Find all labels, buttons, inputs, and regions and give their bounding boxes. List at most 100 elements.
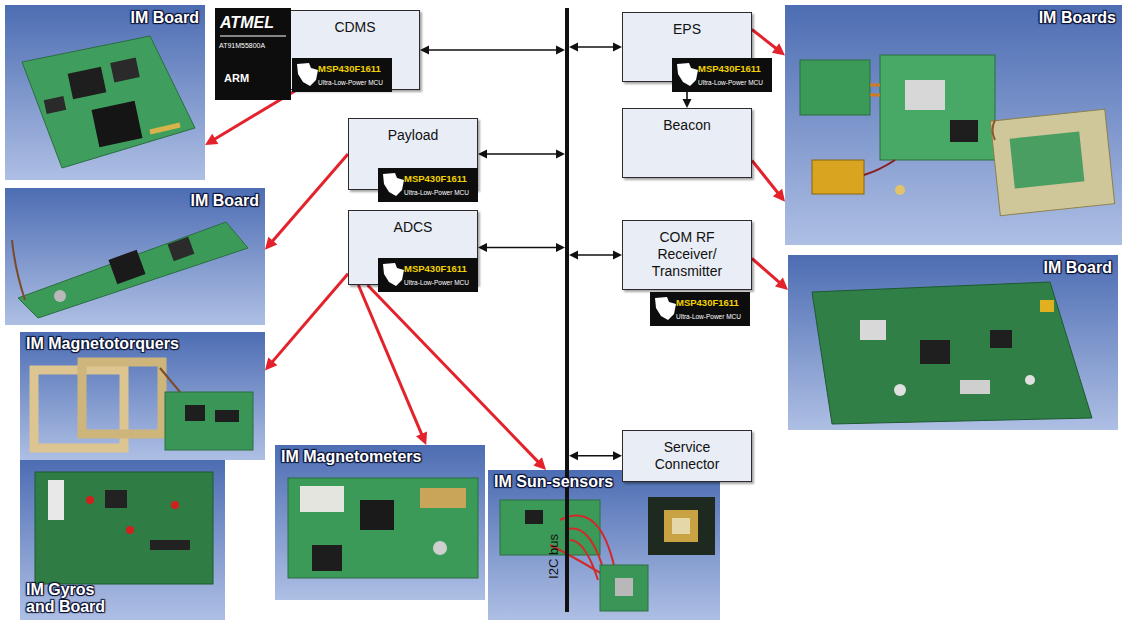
chip-subtitle: Ultra-Low-Power MCU <box>404 189 469 196</box>
subsystem-box: COM RF Receiver/ Transmitter <box>622 220 752 290</box>
ti-badge <box>672 58 772 92</box>
photo-panel: IM Boards <box>785 5 1122 245</box>
photo-panel: IM Board <box>788 255 1118 430</box>
bus-line: I2C bus <box>565 8 569 612</box>
arrow-head <box>205 134 218 145</box>
magnetotorquer-photo <box>20 332 265 460</box>
red-pointer-arrow <box>752 30 785 56</box>
arrow-head <box>773 189 785 202</box>
arrow-head <box>775 278 788 290</box>
photo-panel: IM Magnetotorquers <box>20 332 265 460</box>
arrow-head <box>569 43 578 52</box>
red-pointer-arrow <box>265 154 348 250</box>
bus-connector <box>420 46 565 55</box>
arrow-head <box>772 43 785 55</box>
arrow-head <box>613 43 622 52</box>
connector-line <box>752 30 777 50</box>
photo-panel: IM Board <box>5 188 265 325</box>
box-title: Beacon <box>663 117 710 134</box>
logo-text: AT91M55800A <box>219 42 265 50</box>
logo-text: ARM <box>224 72 249 84</box>
photo-panel: IM Magnetometers <box>275 445 485 600</box>
connector-line <box>752 161 779 195</box>
red-pointer-arrow <box>752 259 788 291</box>
box-title: Service Connector <box>647 439 727 473</box>
chip-subtitle: Ultra-Low-Power MCU <box>698 79 763 86</box>
box-title: ADCS <box>394 219 433 236</box>
red-pointer-arrow <box>752 161 785 202</box>
chip-subtitle: Ultra-Low-Power MCU <box>318 79 383 86</box>
connector-line <box>368 285 540 463</box>
panel-label: IM Board <box>1044 259 1112 277</box>
ti-badge <box>650 292 750 326</box>
com-board-photo <box>788 255 1118 430</box>
photo-panel: IM Sun-sensors <box>488 470 720 620</box>
ti-badge <box>292 58 392 92</box>
gyro-board-photo <box>20 460 225 620</box>
magnetometer-photo <box>275 445 485 600</box>
photo-panel: IM Gyros and Board <box>20 460 225 620</box>
arrow-head <box>478 243 487 252</box>
arrow-head <box>613 451 622 460</box>
arrow-head <box>533 457 546 470</box>
eps-beacon-boards-photo <box>785 5 1122 245</box>
arrow-head <box>613 251 622 260</box>
arrow-head <box>478 150 487 159</box>
arrow-head <box>420 46 429 55</box>
chip-subtitle: Ultra-Low-Power MCU <box>676 313 741 320</box>
box-title: EPS <box>673 21 701 38</box>
connector-line <box>752 259 781 284</box>
sun-sensor-photo <box>488 470 720 620</box>
cdms-board-photo <box>5 5 205 180</box>
arrow-head <box>683 99 692 108</box>
ti-badge <box>378 168 478 202</box>
bus-connector <box>478 243 565 252</box>
connector-line <box>576 46 615 48</box>
box-title: COM RF Receiver/ Transmitter <box>642 229 732 279</box>
connector-line <box>576 455 615 457</box>
bus-connector <box>569 251 622 260</box>
logo-text: ATMEL <box>220 14 274 32</box>
panel-label: IM Boards <box>1039 9 1116 27</box>
bus-connector <box>569 451 622 460</box>
subsystem-box: Beacon <box>622 108 752 178</box>
arrow-head <box>265 357 277 370</box>
arrow-head <box>556 243 565 252</box>
connector-line <box>271 154 348 242</box>
arrow-head <box>569 451 578 460</box>
chip-part-number: MSP430F1611 <box>404 174 467 184</box>
connector-line <box>485 247 558 249</box>
red-pointer-arrow <box>265 274 348 371</box>
arrow-head <box>556 46 565 55</box>
chip-part-number: MSP430F1611 <box>318 64 381 74</box>
arrow-head <box>416 432 427 445</box>
subsystem-box: Service Connector <box>622 430 752 482</box>
panel-label: IM Magnetotorquers <box>26 335 179 353</box>
chip-subtitle: Ultra-Low-Power MCU <box>404 279 469 286</box>
connector-line <box>427 49 558 51</box>
ti-badge <box>378 258 478 292</box>
red-pointer-arrow <box>368 285 547 470</box>
connector-line <box>485 153 558 155</box>
connector-line <box>271 274 348 363</box>
arrow-head <box>265 237 277 250</box>
payload-board-photo <box>5 188 265 325</box>
bus-connector <box>569 43 622 52</box>
panel-label: IM Gyros and Board <box>26 581 116 616</box>
atmel-logo <box>215 8 291 100</box>
photo-panel: IM Board <box>5 5 205 180</box>
chip-part-number: MSP430F1611 <box>404 264 467 274</box>
bus-connector <box>478 150 565 159</box>
panel-label: IM Board <box>191 192 259 210</box>
panel-label: IM Magnetometers <box>281 448 421 466</box>
arrow-head <box>569 251 578 260</box>
box-title: Payload <box>388 127 439 144</box>
panel-label: IM Sun-sensors <box>494 473 613 491</box>
chip-part-number: MSP430F1611 <box>698 64 761 74</box>
chip-part-number: MSP430F1611 <box>676 298 739 308</box>
connector-line <box>576 254 615 256</box>
